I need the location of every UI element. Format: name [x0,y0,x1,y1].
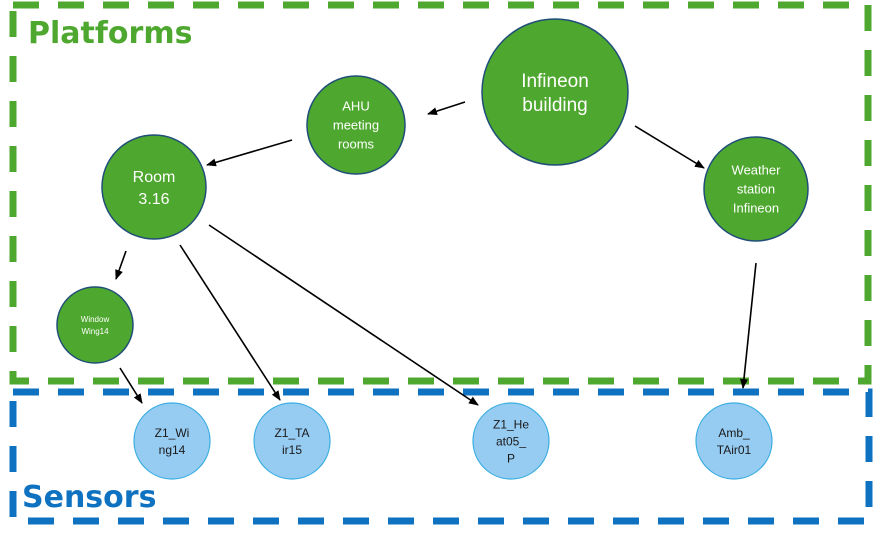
node-label-line: Window [81,315,110,324]
node-label-line: Z1_TA [274,426,309,440]
nodes-layer: InfineonbuildingAHUmeetingroomsRoom3.16W… [56,18,809,480]
node-label-line: at05_ [496,434,526,448]
node-amb-tair01[interactable]: Amb_ TAir01 [695,402,773,480]
sensor-circle[interactable] [472,402,550,480]
node-label-line: Z1_He [493,417,529,431]
sensors-group-box [9,388,873,525]
node-room-3-16[interactable]: Room 3.16 [101,134,207,240]
edge-room-3-16-to-window-wing14 [115,250,127,280]
node-label-line: building [522,95,588,116]
node-label-line: 3.16 [138,191,169,208]
platform-circle[interactable] [56,286,134,364]
node-label-line: rooms [338,137,375,152]
node-label-line: AHU [342,99,369,114]
platform-circle[interactable] [101,134,207,240]
edge-ahu-meeting-rooms-to-room-3-16 [206,139,293,167]
platforms-group-label: Platforms [28,16,192,51]
node-label-line: Z1_Wi [155,426,190,440]
edge-infineon-building-to-weather-station-infineon [634,125,705,169]
node-label-line: P [507,451,515,465]
edge-window-wing14-to-z1-wing14 [119,367,143,404]
node-label-line: Amb_ [718,426,750,440]
node-label-line: Weather [732,163,782,178]
sensor-circle[interactable] [133,402,211,480]
edge-infineon-building-to-ahu-meeting-rooms [427,101,466,116]
node-z1-heat05-p[interactable]: Z1_He at05_ P [472,402,550,480]
node-z1-wing14[interactable]: Z1_Wi ng14 [133,402,211,480]
node-label-line: Room [133,169,176,186]
edge-weather-station-infineon-to-amb-tair01 [739,262,757,389]
platform-circle[interactable] [306,75,406,175]
node-label-line: Infineon [733,201,779,216]
node-label-line: ir15 [282,443,302,457]
edges-layer [115,101,757,406]
sensor-circle[interactable] [253,402,331,480]
sensors-group-label: Sensors [22,480,156,515]
node-label-line: TAir01 [717,443,752,457]
platforms-group-box [9,1,872,385]
node-z1-tair15[interactable]: Z1_TA ir15 [253,402,331,480]
edge-room-3-16-to-z1-tair15 [179,244,281,401]
node-label-line: Wing14 [81,327,109,336]
node-label-line: Infineon [521,71,589,92]
node-infineon-building[interactable]: Infineon building [481,18,629,166]
node-ahu-meeting-rooms[interactable]: AHU meeting rooms [306,75,406,175]
node-label-line: station [737,182,775,197]
edge-room-3-16-to-z1-heat05-p [208,224,479,406]
sensor-circle[interactable] [695,402,773,480]
node-label-line: meeting [333,118,379,133]
node-label-line: ng14 [159,443,186,457]
platform-circle[interactable] [703,136,809,242]
platform-circle[interactable] [481,18,629,166]
